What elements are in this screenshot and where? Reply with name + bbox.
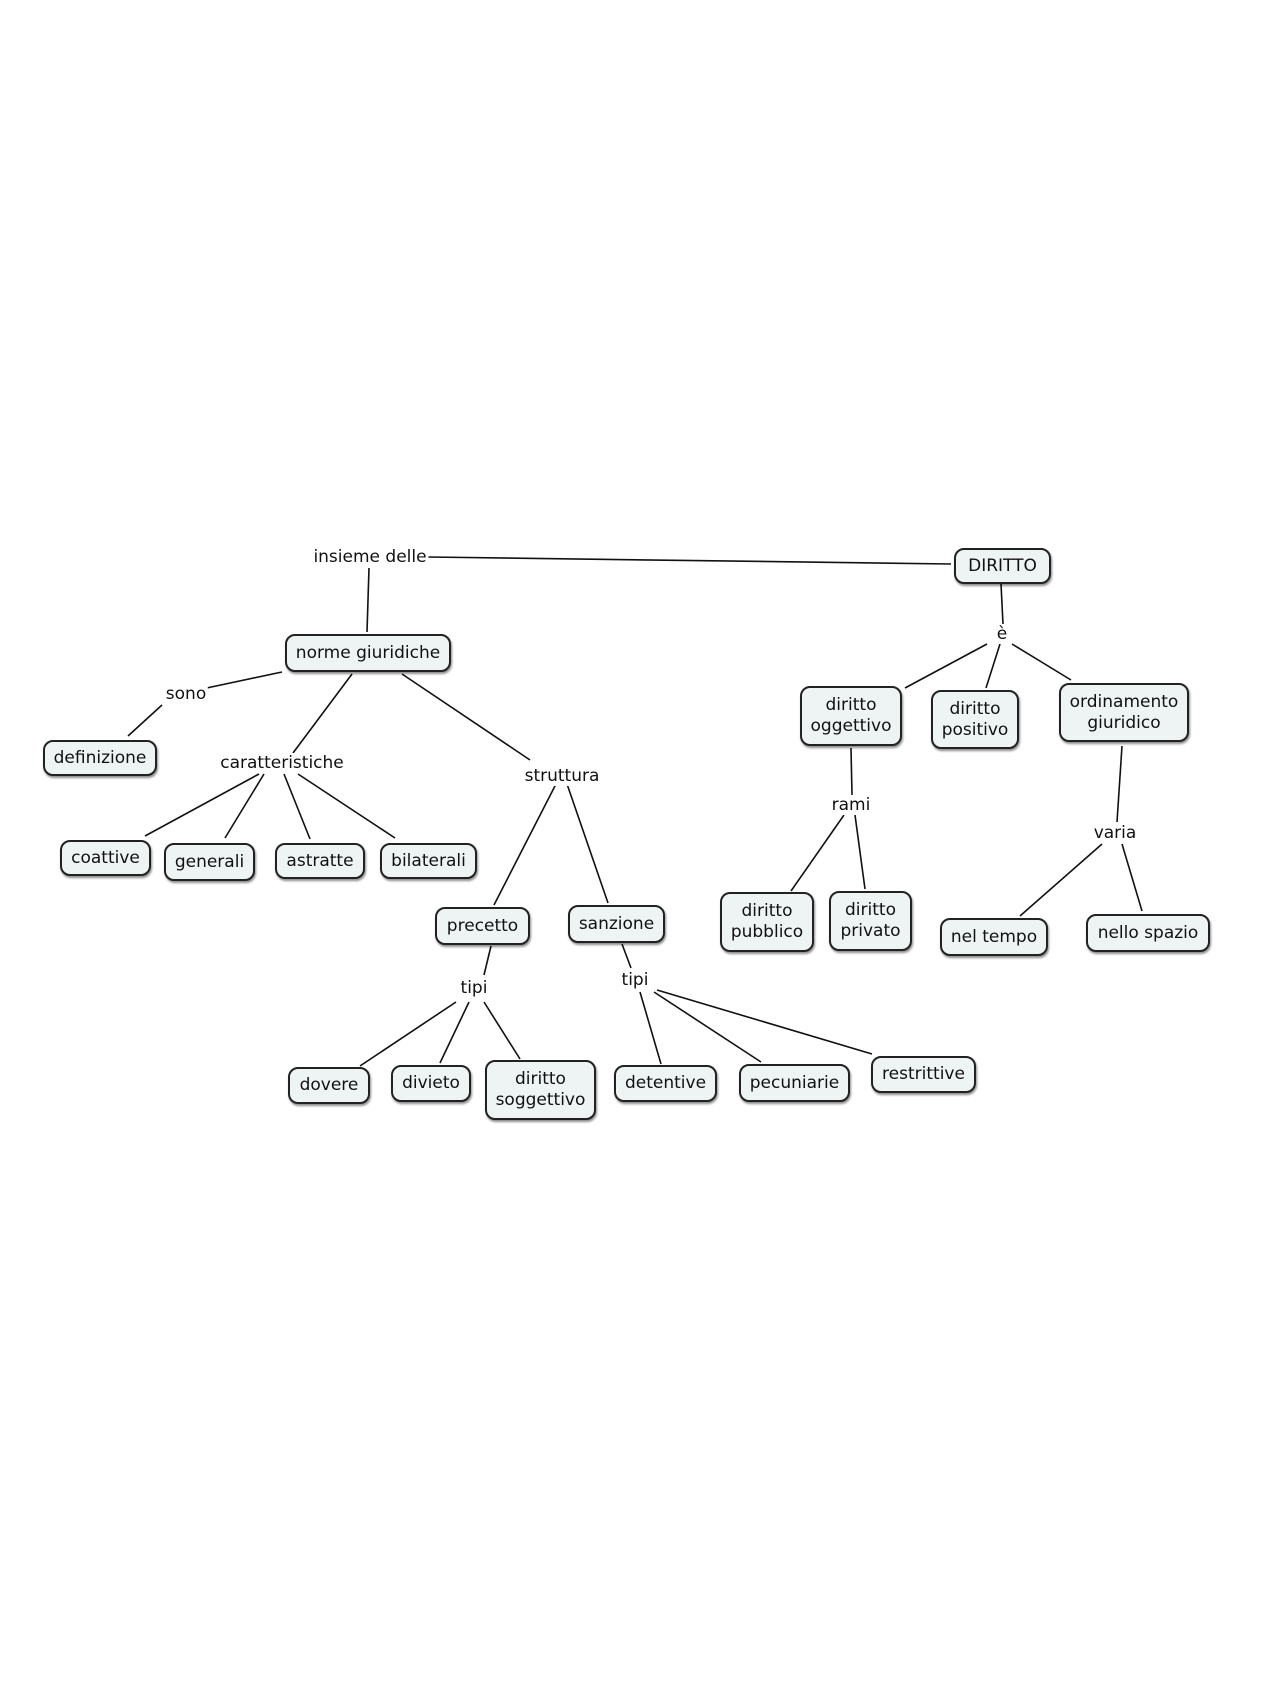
connector-line bbox=[366, 567, 370, 633]
node-diritto-privato[interactable]: diritto privato bbox=[829, 891, 912, 951]
node-generali-label: generali bbox=[174, 851, 245, 872]
node-diritto-positivo[interactable]: diritto positivo bbox=[931, 690, 1019, 749]
connector-line bbox=[359, 1001, 457, 1067]
node-diritto-oggettivo[interactable]: diritto oggettivo bbox=[800, 686, 902, 746]
link-varia: varia bbox=[1091, 823, 1139, 843]
connector-line bbox=[653, 991, 762, 1063]
node-pecuniarie[interactable]: pecuniarie bbox=[739, 1064, 850, 1102]
link-tipi-sanzione: tipi bbox=[619, 970, 651, 990]
node-diritto-oggettivo-label: diritto oggettivo bbox=[810, 695, 892, 736]
connector-line bbox=[1116, 745, 1123, 823]
connector-line bbox=[904, 643, 988, 689]
node-norme-giuridiche[interactable]: norme giuridiche bbox=[285, 634, 451, 672]
node-sanzione-label: sanzione bbox=[578, 913, 655, 934]
node-precetto-label: precetto bbox=[446, 915, 519, 936]
connector-line bbox=[656, 989, 873, 1055]
link-e: è bbox=[994, 624, 1010, 644]
node-diritto-privato-label: diritto privato bbox=[840, 900, 901, 941]
connector-line bbox=[790, 814, 845, 892]
connector-line bbox=[1011, 643, 1072, 681]
connector-line bbox=[1121, 843, 1143, 912]
connector-line bbox=[292, 673, 353, 754]
connector-line bbox=[439, 1001, 470, 1064]
node-diritto-positivo-label: diritto positivo bbox=[941, 698, 1009, 740]
connector-line bbox=[985, 643, 1001, 689]
node-sanzione[interactable]: sanzione bbox=[568, 905, 665, 943]
node-astratte[interactable]: astratte bbox=[275, 843, 365, 879]
node-definizione[interactable]: definizione bbox=[43, 740, 157, 776]
connector-line bbox=[854, 814, 866, 890]
connector-line bbox=[493, 783, 557, 906]
node-dovere-label: dovere bbox=[299, 1075, 359, 1095]
node-diritto-soggettivo[interactable]: diritto soggettivo bbox=[485, 1060, 596, 1120]
connector-line bbox=[144, 773, 260, 837]
node-definizione-label: definizione bbox=[53, 747, 147, 768]
link-caratteristiche: caratteristiche bbox=[218, 753, 346, 773]
connector-line bbox=[483, 945, 492, 976]
connector-line bbox=[639, 991, 662, 1065]
node-nello-spazio-label: nello spazio bbox=[1097, 922, 1199, 943]
connector-line bbox=[427, 556, 952, 565]
node-bilaterali-label: bilaterali bbox=[391, 850, 466, 871]
node-precetto[interactable]: precetto bbox=[435, 907, 530, 945]
node-astratte-label: astratte bbox=[286, 850, 354, 871]
node-restrittive-label: restrittive bbox=[882, 1064, 965, 1084]
link-sono: sono bbox=[163, 684, 209, 704]
link-insieme-delle: insieme delle bbox=[311, 547, 429, 567]
connector-line bbox=[283, 773, 311, 840]
node-pecuniarie-label: pecuniarie bbox=[749, 1072, 840, 1093]
connector-line bbox=[127, 704, 163, 737]
node-nel-tempo-label: nel tempo bbox=[950, 926, 1038, 947]
node-norme-giuridiche-label: norme giuridiche bbox=[295, 642, 441, 663]
connector-line bbox=[297, 773, 396, 839]
node-restrittive[interactable]: restrittive bbox=[871, 1056, 976, 1093]
node-dovere[interactable]: dovere bbox=[288, 1067, 370, 1104]
node-coattive[interactable]: coattive bbox=[60, 840, 151, 876]
node-nel-tempo[interactable]: nel tempo bbox=[940, 918, 1048, 956]
node-detentive-label: detentive bbox=[624, 1073, 707, 1093]
node-diritto-pubblico-label: diritto pubblico bbox=[730, 901, 804, 942]
node-bilaterali[interactable]: bilaterali bbox=[380, 843, 477, 879]
node-divieto-label: divieto bbox=[402, 1073, 460, 1093]
connector-line bbox=[566, 783, 609, 904]
node-nello-spazio[interactable]: nello spazio bbox=[1086, 914, 1210, 952]
node-ordinamento-giuridico[interactable]: ordinamento giuridico bbox=[1059, 683, 1189, 742]
node-diritto-label: DIRITTO bbox=[968, 555, 1037, 576]
node-diritto-soggettivo-label: diritto soggettivo bbox=[495, 1069, 586, 1110]
link-rami: rami bbox=[829, 795, 873, 815]
connector-line bbox=[1000, 583, 1004, 625]
node-generali[interactable]: generali bbox=[164, 843, 255, 881]
link-tipi-precetto: tipi bbox=[458, 978, 490, 998]
node-detentive[interactable]: detentive bbox=[614, 1065, 717, 1102]
connector-line bbox=[1019, 843, 1103, 917]
connector-line bbox=[850, 747, 853, 796]
connector-line bbox=[401, 673, 531, 761]
connector-line bbox=[621, 943, 632, 969]
node-ordinamento-giuridico-label: ordinamento giuridico bbox=[1069, 691, 1179, 733]
node-diritto-pubblico[interactable]: diritto pubblico bbox=[720, 892, 814, 952]
connector-line bbox=[224, 773, 265, 839]
node-diritto[interactable]: DIRITTO bbox=[954, 548, 1051, 584]
connector-line bbox=[201, 671, 283, 690]
connector-line bbox=[483, 1001, 521, 1060]
node-divieto[interactable]: divieto bbox=[391, 1065, 471, 1102]
node-coattive-label: coattive bbox=[71, 847, 140, 868]
link-struttura: struttura bbox=[522, 766, 602, 786]
